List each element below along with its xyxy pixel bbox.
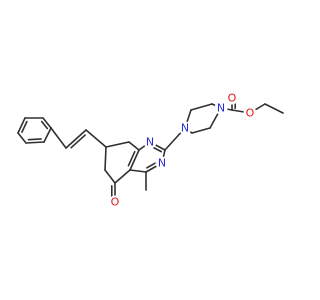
atom-o-ester-label: O — [246, 107, 255, 120]
molecule-structure: N N N N O O O — [17, 91, 284, 209]
atom-o-ketone: O — [108, 195, 122, 209]
bond-ph3-ph4-second — [40, 120, 49, 130]
bond-c8a-c4a-second — [127, 150, 136, 167]
bond-ph4-ph5 — [43, 127, 52, 143]
bond-e1-e2 — [264, 103, 284, 114]
atom-o-carbonyl-label: O — [228, 92, 237, 105]
atom-n-piperazine-upper: N — [214, 101, 228, 115]
atom-label-layer: N N N N O O O — [108, 91, 257, 209]
atom-n-piperazine-lower-label: N — [181, 122, 189, 135]
bond-c6-c7 — [104, 146, 107, 171]
atom-n-right: N — [155, 156, 169, 170]
atom-n-left-label: N — [146, 136, 154, 149]
atom-o-carbonyl: O — [225, 91, 239, 105]
bond-v1-v2 — [65, 129, 87, 149]
bond-ph1-ph2 — [17, 117, 26, 134]
bond-layer — [17, 97, 284, 203]
atom-n-piperazine-upper-label: N — [217, 102, 225, 115]
bond-ph4-v1 — [50, 127, 67, 149]
bond-c4a-c5 — [114, 169, 131, 184]
bond-pc-pd — [191, 127, 211, 134]
bond-ph5-ph6 — [25, 141, 45, 144]
bond-ph3-ph4 — [42, 117, 52, 129]
bond-c4-c4a — [129, 169, 147, 173]
bond-v2-c7 — [85, 129, 107, 148]
bond-c8-c8a — [128, 141, 140, 151]
bond-ph1-ph2-second — [21, 120, 28, 133]
atom-n-right-label: N — [158, 157, 166, 170]
bond-pa-pb — [190, 103, 213, 111]
bond-ph5-ph6-second — [27, 138, 42, 141]
bond-c5-c6 — [104, 169, 116, 184]
atom-o-ketone-label: O — [111, 196, 120, 209]
atom-n-piperazine-lower: N — [178, 121, 192, 135]
bond-v1-v2-second — [70, 134, 86, 149]
bond-c7-c8 — [105, 141, 130, 148]
atom-o-ester: O — [243, 106, 257, 120]
atom-n-left: N — [143, 135, 157, 149]
bond-ph6-ph1 — [17, 132, 27, 144]
bond-c8a-c4a — [129, 149, 140, 171]
